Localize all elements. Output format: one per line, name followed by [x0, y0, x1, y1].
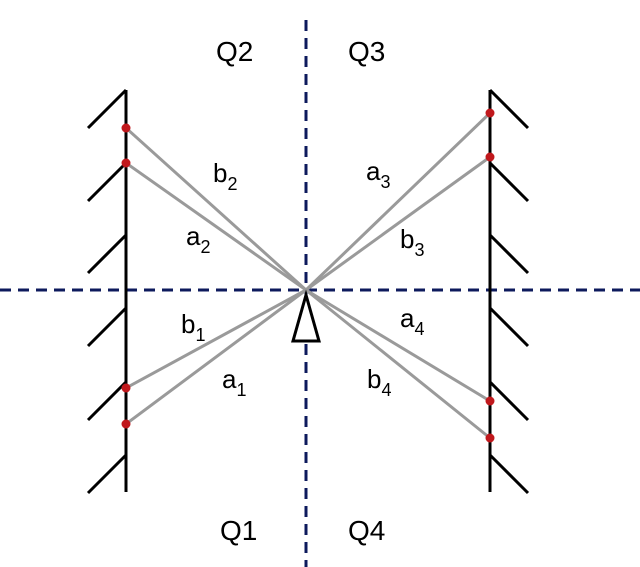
ray-a3: [304, 111, 492, 292]
ray-a1: [125, 288, 307, 426]
observer-triangle: [291, 289, 321, 343]
segment-label-a4: a4: [400, 303, 424, 339]
quadrant-label-q4: Q4: [348, 515, 385, 546]
point-a4: [485, 396, 495, 406]
point-b1: [121, 383, 131, 393]
point-a1: [121, 419, 131, 429]
ray-b3: [305, 155, 491, 292]
point-b3: [485, 152, 495, 162]
ray-a4: [305, 288, 491, 403]
ray-a2: [125, 161, 307, 292]
segment-label-b4: b4: [367, 364, 391, 400]
rays: [124, 111, 492, 440]
quadrant-label-q1: Q1: [220, 515, 257, 546]
ray-b2: [124, 126, 308, 292]
quadrant-label-q3: Q3: [348, 36, 385, 67]
segment-label-a2: a2: [186, 221, 210, 257]
right-mirror: [488, 88, 530, 495]
quadrant-label-q2: Q2: [216, 36, 253, 67]
point-a3: [485, 108, 495, 118]
ray-b4: [305, 288, 491, 440]
ray-b1: [125, 288, 307, 390]
contact-points: [121, 108, 495, 443]
segment-label-a3: a3: [366, 156, 390, 192]
segment-label-b1: b1: [181, 309, 205, 345]
point-b4: [485, 433, 495, 443]
point-b2: [121, 123, 131, 133]
segment-label-b2: b2: [213, 158, 237, 194]
segment-label-a1: a1: [222, 364, 246, 400]
point-a2: [121, 158, 131, 168]
segment-label-b3: b3: [400, 224, 424, 260]
